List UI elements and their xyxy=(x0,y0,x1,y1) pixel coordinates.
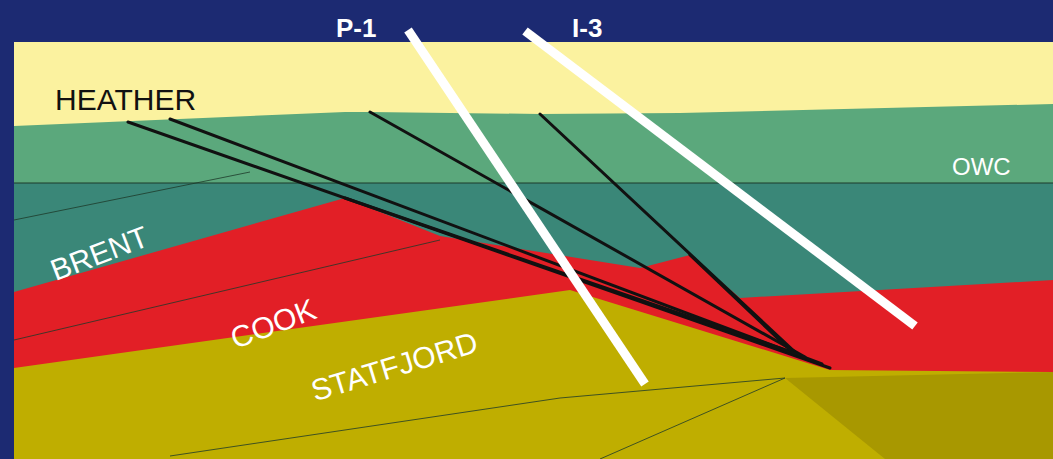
bedding-lines xyxy=(14,172,785,459)
contact-label: OWC xyxy=(952,155,1011,179)
well-p1 xyxy=(408,30,645,384)
well-name: I-3 xyxy=(572,15,602,41)
formation-name: HEATHER xyxy=(55,85,196,115)
cook-layer xyxy=(14,198,1053,459)
faults xyxy=(128,112,830,368)
lower-statfjord-shade xyxy=(785,372,1053,459)
owc-line xyxy=(14,183,1053,184)
wells xyxy=(408,30,915,384)
well-name: P-1 xyxy=(336,15,376,41)
brent-layer xyxy=(14,104,1053,459)
well-i3 xyxy=(525,31,915,326)
heather-layer xyxy=(14,42,1053,459)
